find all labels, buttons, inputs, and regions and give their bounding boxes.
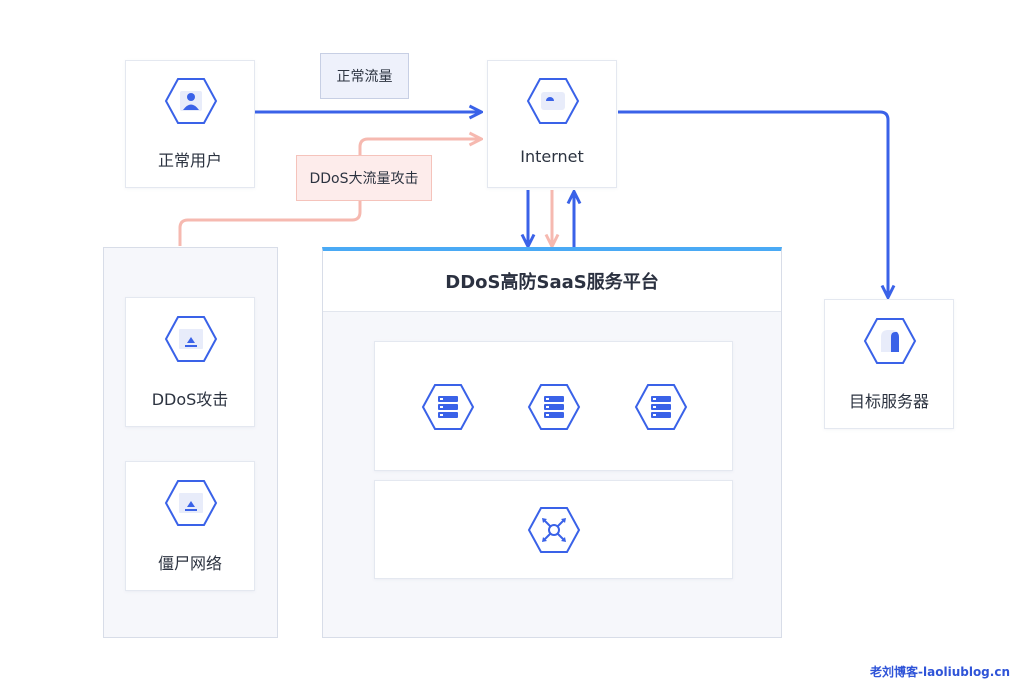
monitor-icon bbox=[164, 316, 218, 362]
platform-title: DDoS高防SaaS服务平台 bbox=[323, 251, 781, 312]
attack-source-panel: DDoS攻击 僵尸网络 bbox=[103, 247, 278, 638]
internet-node: Internet bbox=[487, 60, 617, 188]
botnet-node: 僵尸网络 bbox=[125, 461, 255, 591]
server-box-icon bbox=[863, 318, 917, 364]
target-server-node: 目标服务器 bbox=[824, 299, 954, 429]
user-icon bbox=[164, 78, 218, 124]
ddos-traffic-label: DDoS大流量攻击 bbox=[296, 155, 432, 201]
server-stack-icon bbox=[634, 384, 688, 430]
monitor-icon bbox=[164, 480, 218, 526]
watermark: 老刘博客-laoliublog.cn bbox=[870, 665, 1010, 679]
ddos-protection-platform: DDoS高防SaaS服务平台 bbox=[322, 247, 782, 638]
normal-user-node: 正常用户 bbox=[125, 60, 255, 188]
target-server-label: 目标服务器 bbox=[848, 392, 929, 411]
normal-traffic-label: 正常流量 bbox=[320, 53, 409, 99]
internet-to-target-arrow bbox=[618, 110, 888, 296]
ddos-attack-node: DDoS攻击 bbox=[125, 297, 255, 427]
internet-label: Internet bbox=[520, 147, 584, 166]
server-cluster bbox=[374, 341, 733, 471]
server-stack-icon bbox=[527, 384, 581, 430]
cloud-icon bbox=[526, 78, 580, 124]
normal-user-label: 正常用户 bbox=[157, 151, 222, 170]
botnet-label: 僵尸网络 bbox=[157, 554, 222, 573]
traffic-hub bbox=[374, 480, 733, 579]
network-hub-icon bbox=[527, 507, 581, 553]
ddos-attack-label: DDoS攻击 bbox=[151, 390, 229, 409]
server-stack-icon bbox=[421, 384, 475, 430]
attack-traffic-arrow bbox=[178, 139, 480, 246]
